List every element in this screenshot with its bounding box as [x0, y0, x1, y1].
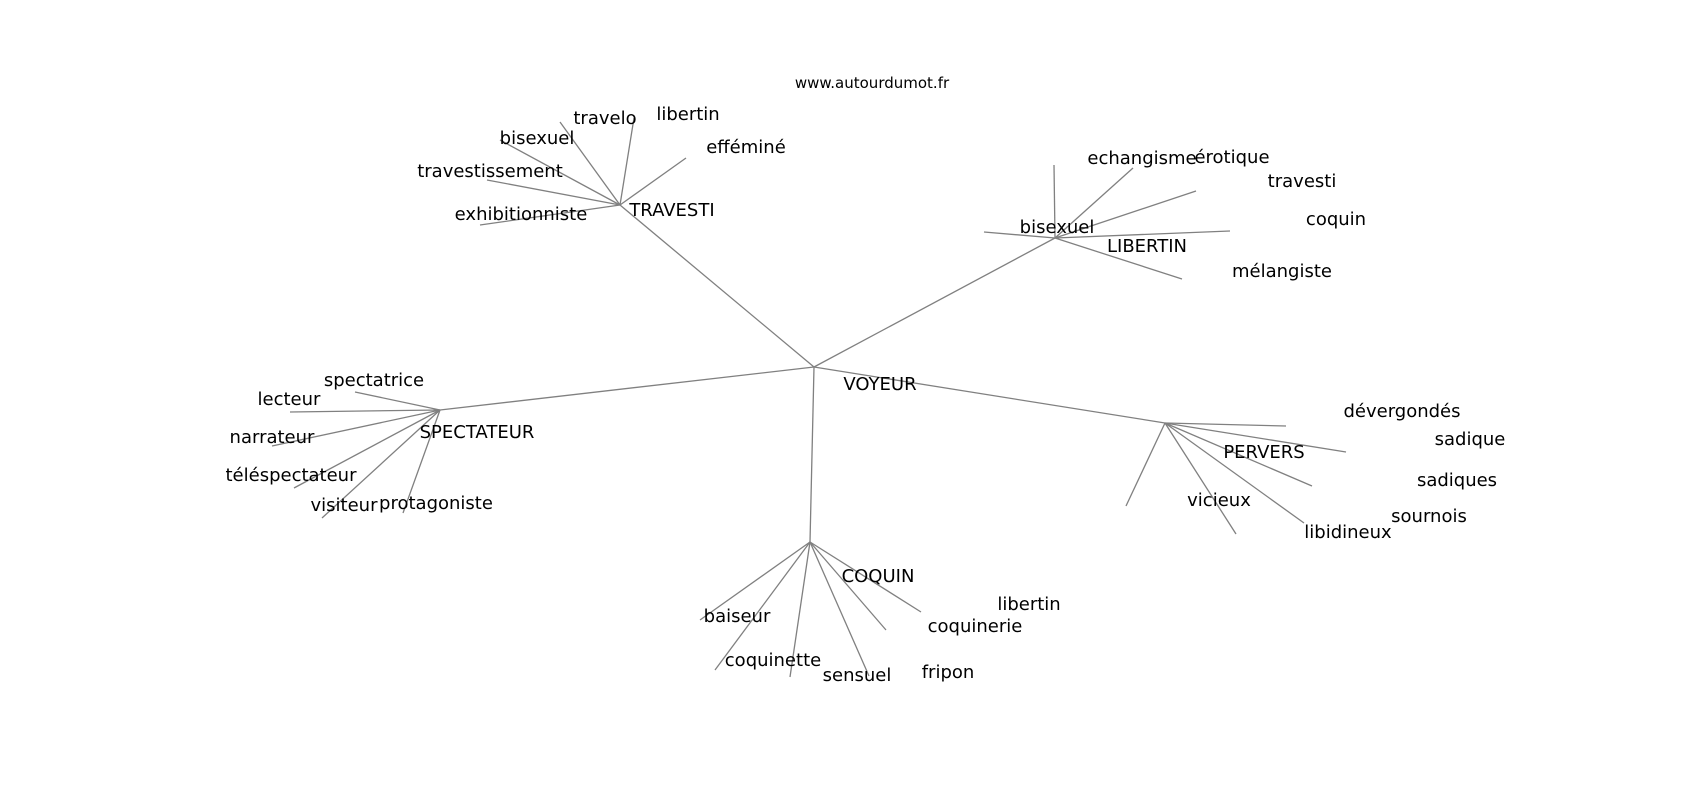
edge-spectateur-s-telespectateur [293, 409, 441, 489]
edge-coquin-c-coquinette [714, 541, 811, 671]
edge-travesti-t-exhibitionniste [479, 204, 621, 226]
edge-libertin-l-coquin [1054, 230, 1231, 239]
node-label-l-travesti: travesti [1268, 171, 1337, 192]
node-label-p-sadiques: sadiques [1417, 470, 1497, 491]
edge-libertin-l-melangiste [1054, 237, 1183, 280]
node-label-p-sadique: sadique [1435, 429, 1506, 450]
edge-travesti-t-bisexuel [499, 139, 621, 206]
node-label-p-vicieux: vicieux [1187, 490, 1251, 511]
node-label-voyeur: VOYEUR [843, 374, 916, 395]
node-label-s-protagoniste: protagoniste [379, 493, 493, 514]
node-label-l-erotique: érotique [1194, 147, 1269, 168]
node-label-l-coquin: coquin [1306, 209, 1366, 230]
node-label-libertin: LIBERTIN [1107, 236, 1187, 257]
edge-libertin-l-bisexuel [983, 231, 1056, 239]
node-label-p-devergondes: dévergondés [1343, 401, 1460, 422]
edge-coquin-c-fripon [809, 541, 870, 677]
node-label-p-sournois: sournois [1391, 506, 1467, 527]
edge-travesti-t-libertin [619, 117, 635, 206]
node-label-l-bisexuel: bisexuel [1020, 217, 1095, 238]
node-label-pervers: PERVERS [1223, 442, 1304, 463]
edge-voyeur-libertin [813, 237, 1056, 368]
edge-spectateur-s-protagoniste [402, 409, 441, 514]
edge-pervers-p-libidineux [1164, 422, 1237, 535]
node-label-c-coquinette: coquinette [725, 650, 821, 671]
edges-layer [271, 117, 1347, 678]
node-label-t-travelo: travelo [573, 108, 636, 129]
node-label-p-libidineux: libidineux [1304, 522, 1392, 543]
edge-travesti-t-travestissement [486, 179, 621, 206]
edge-spectateur-s-narrateur [271, 409, 441, 447]
edge-libertin-l-travesti [1054, 190, 1197, 239]
edge-coquin-c-coquinerie [809, 541, 887, 631]
node-label-c-libertin: libertin [997, 594, 1060, 615]
edge-travesti-t-travelo [559, 121, 621, 206]
edge-pervers-p-devergondes [1164, 422, 1287, 427]
edge-pervers-p-vicieux [1125, 422, 1166, 507]
node-label-l-melangiste: mélangiste [1232, 261, 1332, 282]
edge-coquin-c-libertin [809, 541, 922, 613]
edge-libertin-l-erotique [1054, 167, 1134, 239]
node-label-coquin: COQUIN [842, 566, 915, 587]
edge-libertin-l-echangisme [1053, 164, 1056, 239]
node-label-s-lecteur: lecteur [258, 389, 322, 410]
node-label-s-visiteur: visiteur [311, 495, 379, 516]
node-label-spectateur: SPECTATEUR [420, 422, 535, 443]
node-label-t-travestissement: travestissement [417, 161, 563, 182]
edge-pervers-p-sournois [1164, 422, 1305, 524]
node-label-t-bisexuel: bisexuel [500, 128, 575, 149]
node-label-s-spectatrice: spectatrice [324, 370, 424, 391]
node-label-t-exhibitionniste: exhibitionniste [455, 204, 588, 225]
edge-spectateur-s-spectatrice [354, 391, 441, 411]
edge-coquin-c-sensuel [789, 541, 811, 678]
edge-voyeur-travesti [619, 204, 815, 368]
node-label-c-sensuel: sensuel [823, 665, 892, 686]
node-label-c-baiseur: baiseur [704, 606, 771, 627]
node-label-s-telespectateur: téléspectateur [225, 465, 357, 486]
node-label-s-narrateur: narrateur [230, 427, 315, 448]
watermark-text: www.autourdumot.fr [795, 74, 950, 92]
edge-voyeur-coquin [809, 366, 815, 543]
labels-layer: VOYEUR TRAVESTI LIBERTIN SPECTATEUR PERVERS C… [225, 104, 1505, 686]
node-label-t-libertin: libertin [656, 104, 719, 125]
edge-spectateur-s-lecteur [289, 409, 441, 413]
node-label-l-echangisme: echangisme [1087, 148, 1196, 169]
edge-voyeur-pervers [813, 366, 1166, 424]
edge-spectateur-s-visiteur [321, 409, 441, 519]
node-label-travesti: TRAVESTI [628, 200, 714, 221]
edge-pervers-p-sadique [1164, 422, 1347, 453]
edge-coquin-c-baiseur [699, 541, 811, 621]
node-label-c-coquinerie: coquinerie [928, 616, 1023, 637]
node-label-t-effemine: efféminé [706, 137, 786, 158]
node-label-c-fripon: fripon [922, 662, 975, 683]
edge-travesti-t-effemine [619, 157, 687, 206]
edge-voyeur-spectateur [439, 366, 815, 411]
edge-pervers-p-sadiques [1164, 422, 1313, 487]
